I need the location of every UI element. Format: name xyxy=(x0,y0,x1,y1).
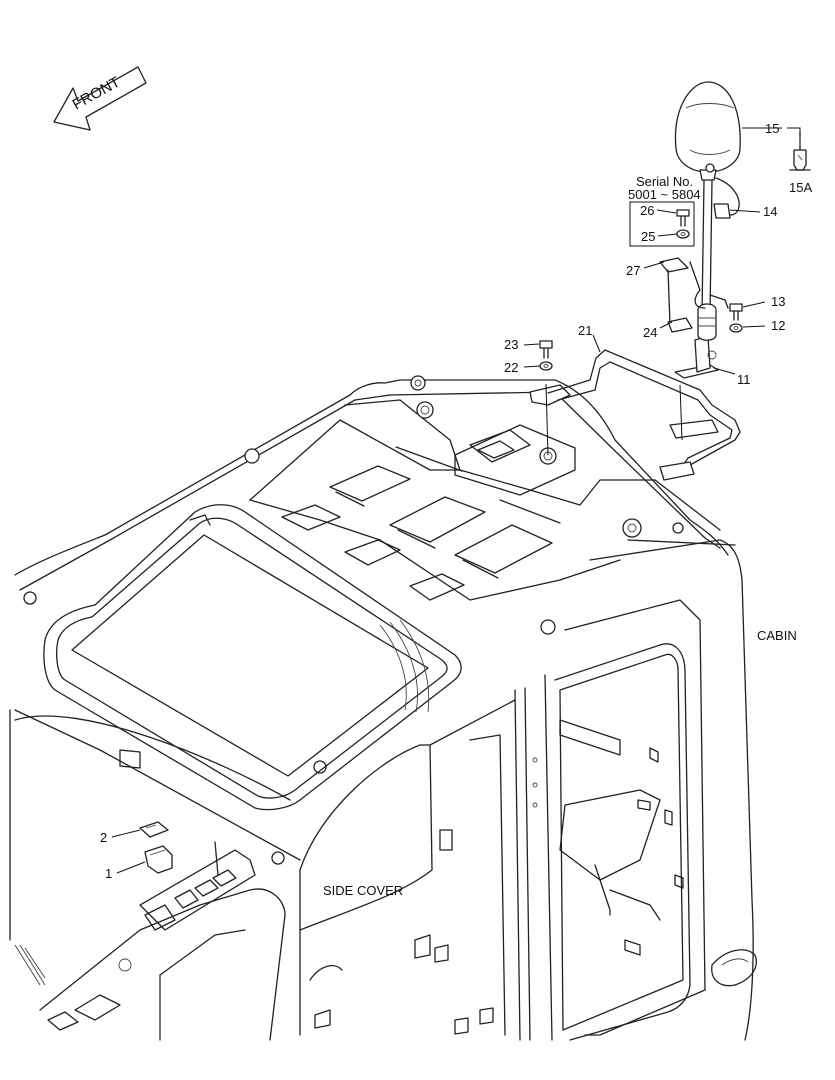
part-label-15: 15 xyxy=(765,121,779,136)
part-label-11: 11 xyxy=(737,372,751,387)
part-label-2: 2 xyxy=(100,830,107,845)
serial-line1: Serial No. xyxy=(636,174,693,189)
beacon-lamp-part-15 xyxy=(674,81,741,341)
part-label-26: 26 xyxy=(640,203,654,218)
switches-part-1-2 xyxy=(139,821,173,874)
part-label-1: 1 xyxy=(105,866,112,881)
part-label-12: 12 xyxy=(771,318,785,333)
side-cover-label: SIDE COVER xyxy=(323,883,403,898)
handrail-part-21 xyxy=(529,349,741,481)
part-label-14: 14 xyxy=(763,204,777,219)
fasteners xyxy=(539,209,743,371)
part-label-24: 24 xyxy=(643,325,657,340)
cabin-label: CABIN xyxy=(757,628,797,643)
part-label-27: 27 xyxy=(626,263,640,278)
serial-line2: 5001 ~ 5804 xyxy=(628,187,701,202)
bracket-part-11 xyxy=(674,335,719,379)
bracket-part-24-27 xyxy=(659,257,701,333)
front-label: FRONT xyxy=(70,74,123,114)
part-label-13: 13 xyxy=(771,294,785,309)
part-label-25: 25 xyxy=(641,229,655,244)
part-label-23: 23 xyxy=(504,337,518,352)
leader-lines xyxy=(111,127,801,874)
part-label-21: 21 xyxy=(578,323,592,338)
part-label-22: 22 xyxy=(504,360,518,375)
part-label-15a: 15A xyxy=(789,180,812,195)
cabin-body xyxy=(9,375,757,1041)
front-direction-arrow: FRONT xyxy=(53,66,147,131)
bulb-part-15a xyxy=(789,131,811,171)
serial-box: Serial No. 5001 ~ 5804 xyxy=(628,174,701,247)
part-labels: 15 15A 14 26 25 27 24 13 12 11 21 23 22 … xyxy=(100,121,812,881)
